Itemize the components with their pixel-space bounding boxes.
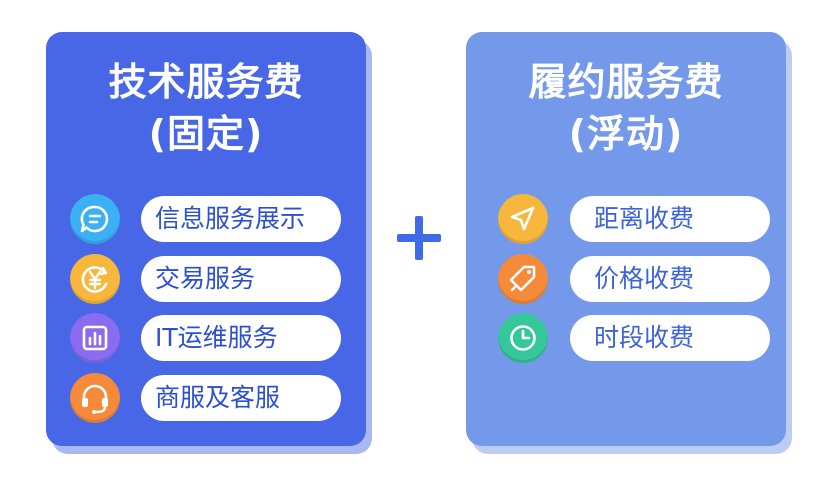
clock-icon xyxy=(498,313,548,363)
floating-item-distance-fee: 距离收费 xyxy=(466,194,786,246)
yen-coin-icon xyxy=(70,254,120,304)
navigation-arrow-icon xyxy=(498,194,548,244)
plus-icon xyxy=(397,216,441,260)
bar-chart-icon xyxy=(70,313,120,363)
fixed-item-label: IT运维服务 xyxy=(141,315,341,361)
floating-item-label: 距离收费 xyxy=(570,196,770,242)
price-tag-icon xyxy=(498,254,548,304)
technical-service-fee-card: 技术服务费 (固定) 信息服务展示 交易服务 xyxy=(46,32,366,446)
floating-item-label: 时段收费 xyxy=(570,315,770,361)
fixed-item-label: 信息服务展示 xyxy=(141,196,341,242)
floating-item-time-period-fee: 时段收费 xyxy=(466,313,786,365)
fixed-card-subtitle: (固定) xyxy=(148,112,264,156)
floating-card-title: 履约服务费 xyxy=(528,60,724,104)
chat-bubble-icon xyxy=(70,194,120,244)
headset-icon xyxy=(70,373,120,423)
floating-card-subtitle: (浮动) xyxy=(568,112,684,156)
floating-item-label: 价格收费 xyxy=(570,256,770,302)
fixed-item-transaction-service: 交易服务 xyxy=(46,254,366,306)
fixed-item-label: 商服及客服 xyxy=(141,375,341,421)
fixed-item-label: 交易服务 xyxy=(141,256,341,302)
fulfillment-service-fee-card: 履约服务费 (浮动) 距离收费 价格收费 xyxy=(466,32,786,446)
fixed-item-merchant-customer-service: 商服及客服 xyxy=(46,373,366,425)
fixed-item-info-display: 信息服务展示 xyxy=(46,194,366,246)
floating-item-price-fee: 价格收费 xyxy=(466,254,786,306)
fixed-item-it-ops-service: IT运维服务 xyxy=(46,313,366,365)
fixed-card-title: 技术服务费 xyxy=(108,60,304,104)
